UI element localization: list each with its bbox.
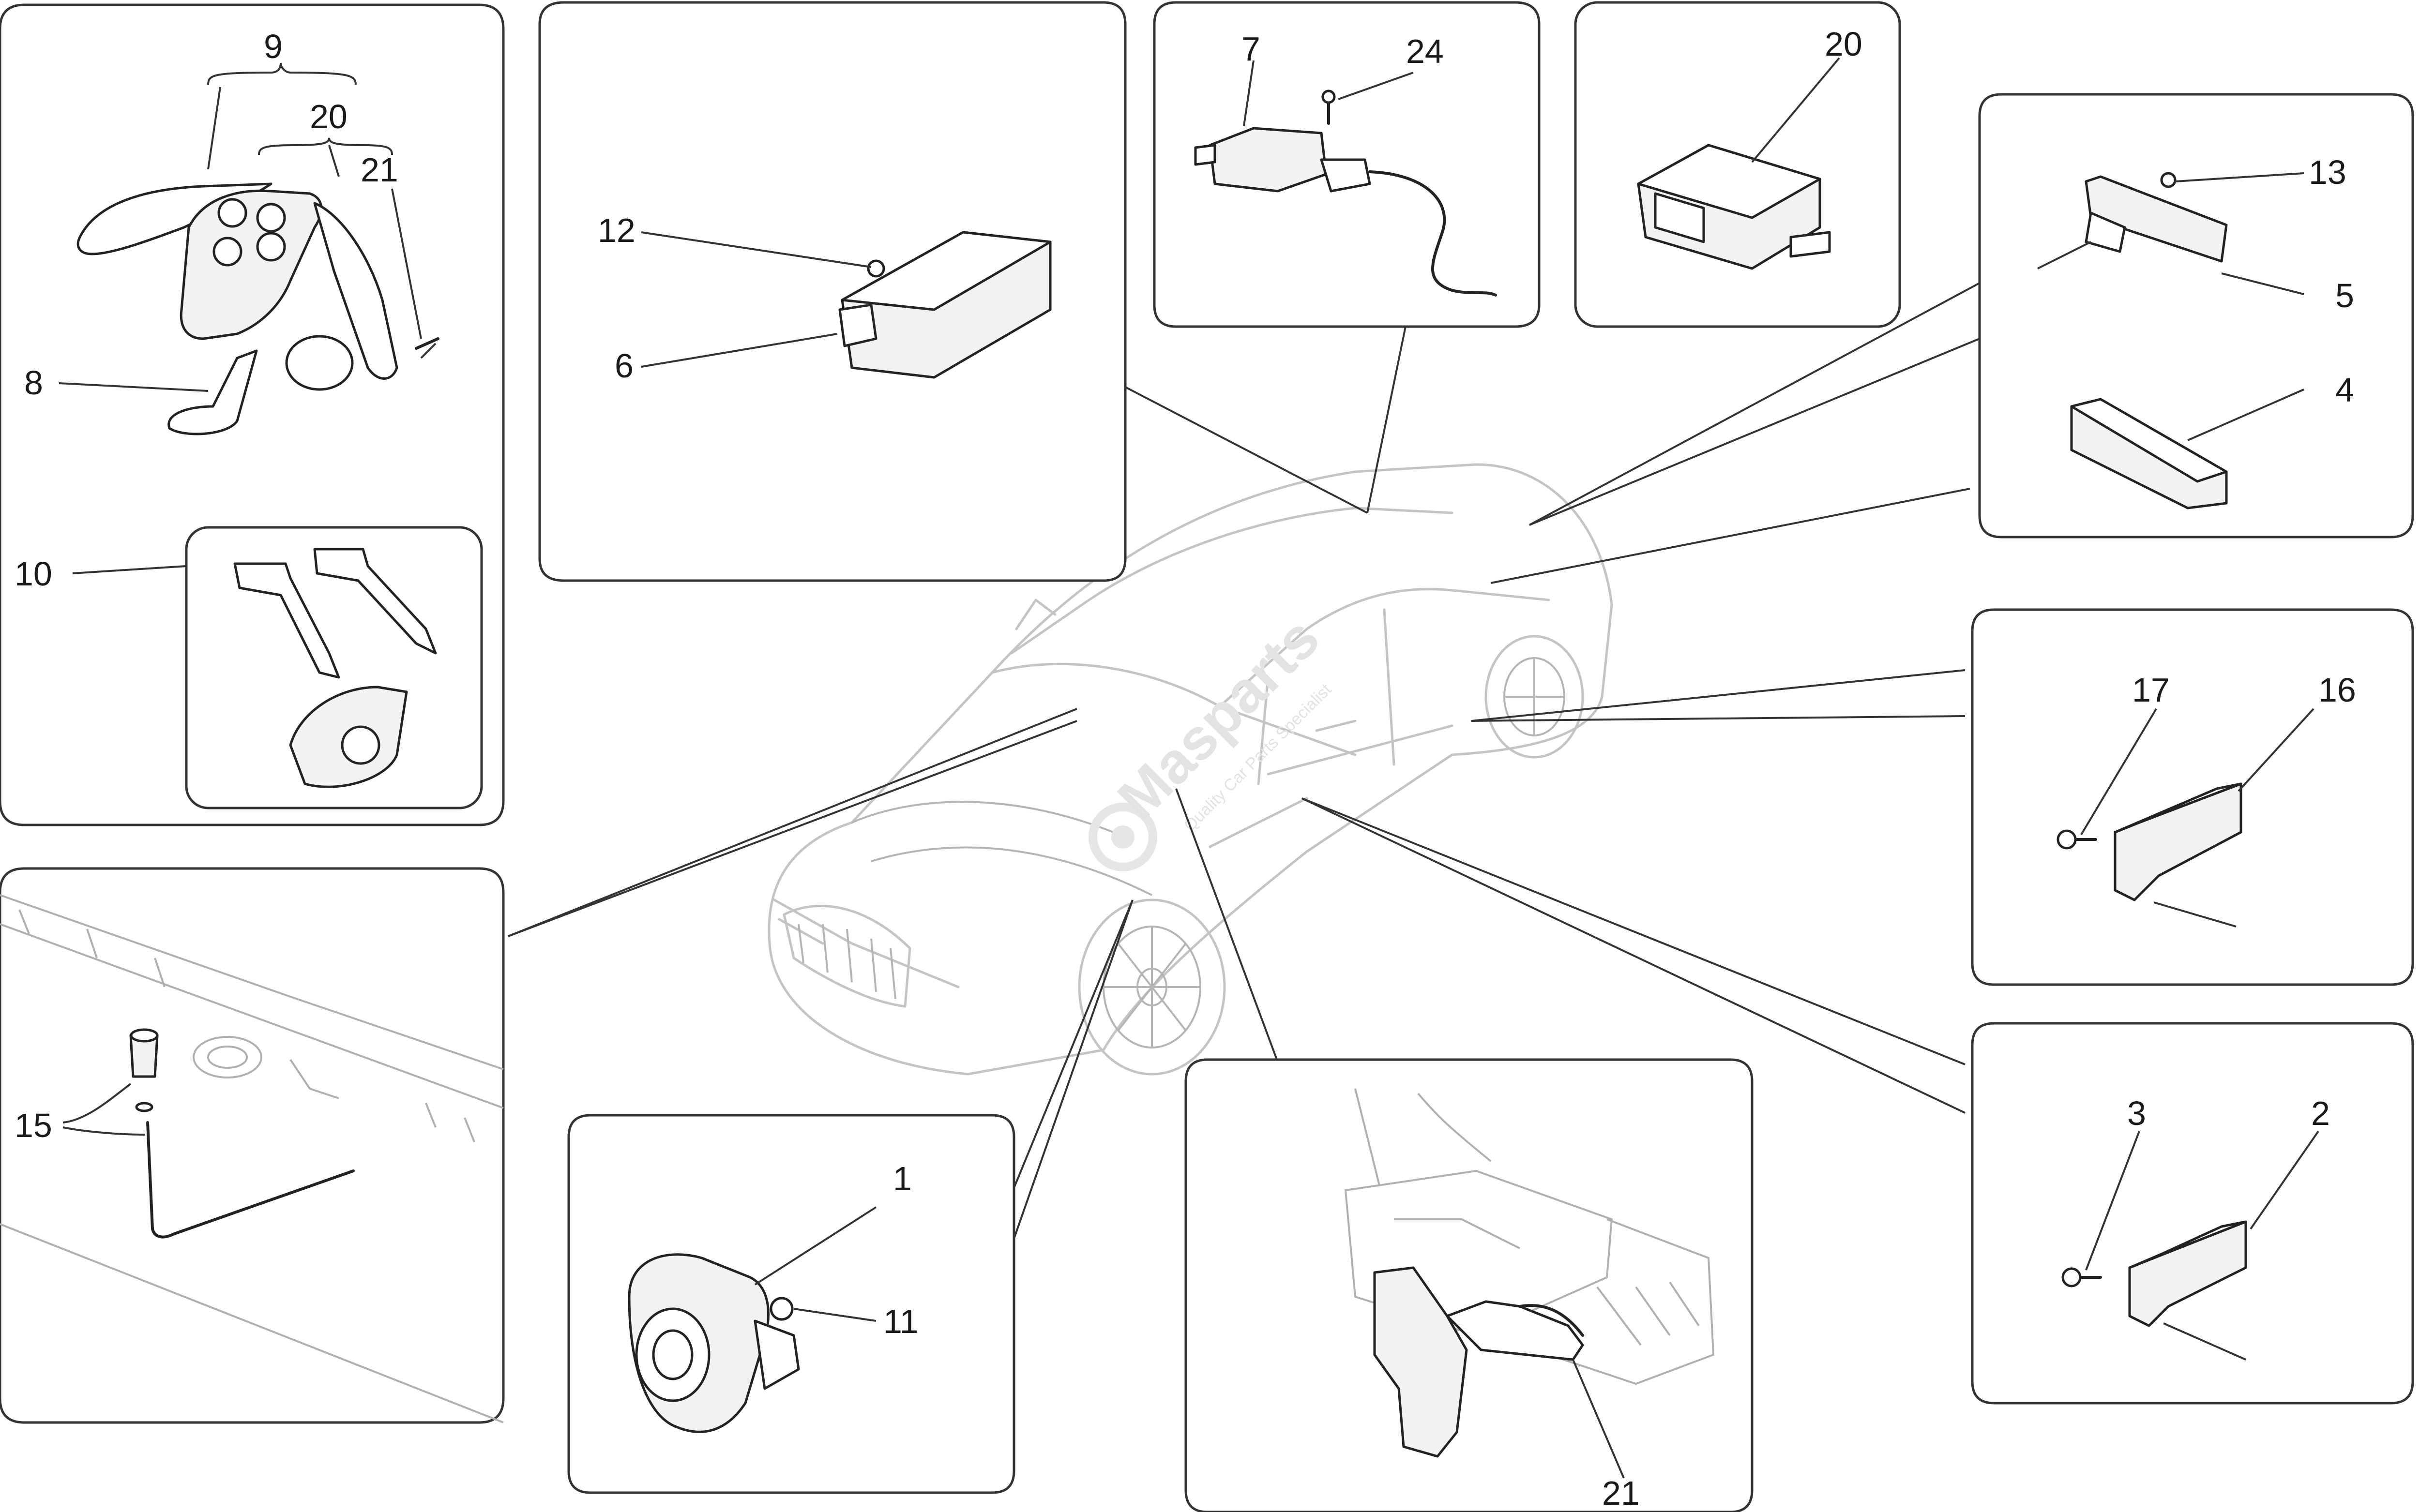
callout-8: 8	[24, 364, 43, 402]
callout-11: 11	[883, 1302, 919, 1340]
callout-9: 9	[264, 28, 283, 65]
bracket-21-assembly	[1344, 1088, 1715, 1479]
car-illustration	[768, 463, 1613, 1076]
callout-24: 24	[1406, 32, 1444, 70]
callout-5: 5	[2335, 277, 2354, 314]
callout-17: 17	[2132, 671, 2170, 709]
callout-7: 7	[1241, 30, 1260, 68]
callout-labels: 9 20 21 8 10 12 6 7 24 20 13 5 4 17 16 3…	[15, 25, 2356, 1512]
callout-16: 16	[2318, 671, 2356, 709]
sensor-4	[2070, 389, 2304, 509]
key-fob-assembly	[59, 62, 439, 435]
callout-20: 20	[1825, 25, 1862, 63]
mechanical-keys	[72, 548, 437, 788]
sensor-5-with-screw-13	[2037, 172, 2304, 295]
roof-panel-background	[0, 894, 504, 1423]
connector-lines	[508, 282, 1980, 1239]
callout-4: 4	[2335, 371, 2354, 409]
callout-2: 2	[2311, 1094, 2330, 1132]
callout-21: 21	[1602, 1474, 1640, 1512]
callout-18: 20	[310, 98, 348, 135]
watermark: Masparts Quality Car Parts Specialist	[1089, 605, 1335, 871]
callout-12: 12	[598, 211, 635, 249]
antenna-15	[62, 1028, 355, 1239]
callout-6: 6	[615, 347, 634, 385]
callout-10: 10	[15, 555, 52, 593]
sensor-2-with-screw-3	[2061, 1130, 2319, 1361]
module-20	[1637, 57, 1840, 270]
control-unit-6	[641, 231, 1052, 379]
callout-1: 1	[893, 1160, 912, 1198]
callout-3: 3	[2127, 1094, 2146, 1132]
callout-19: 21	[361, 151, 398, 189]
callout-15: 15	[15, 1107, 52, 1144]
callout-13: 13	[2309, 153, 2346, 191]
module-7-with-harness	[1194, 60, 1497, 297]
sensor-16-with-screw-17	[2057, 708, 2314, 928]
siren-1-with-nut-11	[628, 1206, 877, 1433]
